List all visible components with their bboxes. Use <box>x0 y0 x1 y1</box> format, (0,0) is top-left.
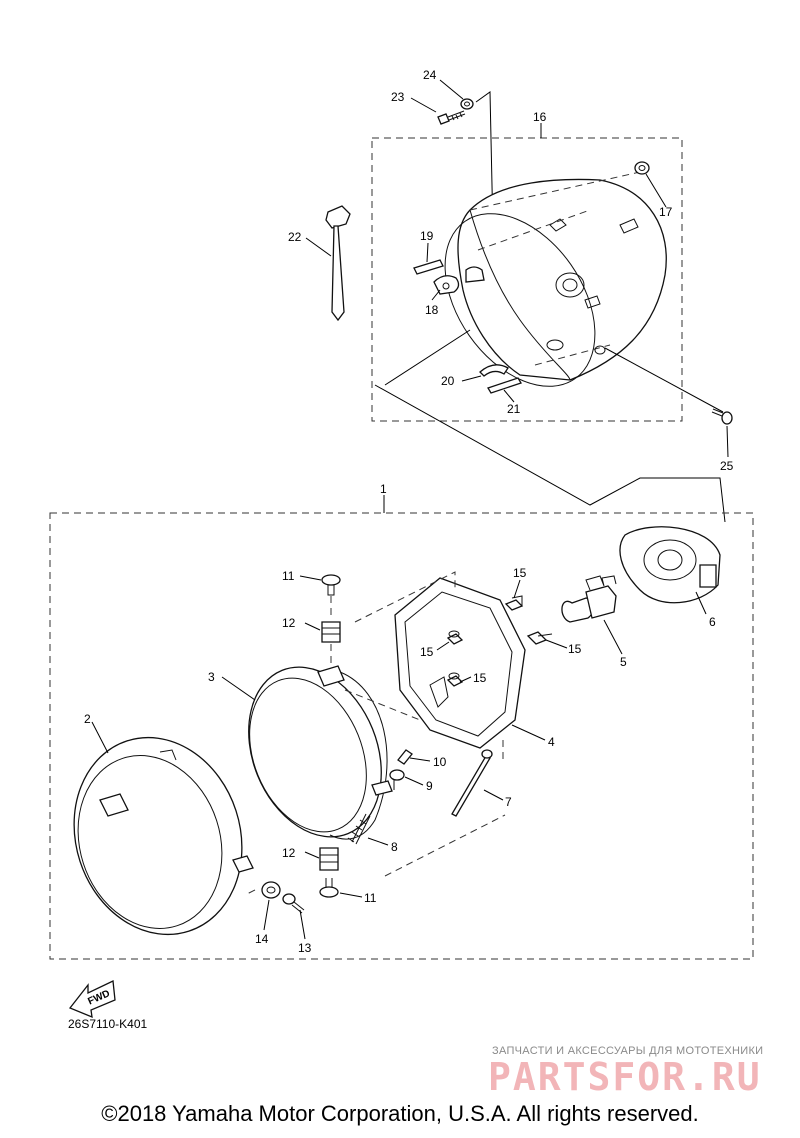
screw-25-icon <box>711 408 733 425</box>
grommet-14-icon <box>261 881 281 899</box>
damper-12-upper-icon <box>321 621 341 643</box>
callout-8: 8 <box>391 840 398 854</box>
adjust-screw-7-icon <box>451 749 493 817</box>
socket-cover-6-icon <box>619 526 721 604</box>
callout-6: 6 <box>709 615 716 629</box>
callout-13: 13 <box>298 941 312 955</box>
callout-25: 25 <box>720 459 734 473</box>
cable-tie-22-icon <box>325 205 351 322</box>
diagram-code: 26S7110-K401 <box>68 1017 148 1031</box>
screw-11-lower-icon <box>319 878 339 898</box>
callout-14: 14 <box>255 932 269 946</box>
spring-8-icon <box>347 813 371 845</box>
callout-17: 17 <box>659 205 673 219</box>
callout-10: 10 <box>433 755 447 769</box>
headlight-unit-3-icon <box>248 665 393 840</box>
callout-4: 4 <box>548 735 555 749</box>
callout-19: 19 <box>420 229 434 243</box>
screw-15a-icon <box>504 595 524 611</box>
screw-11-upper-icon <box>321 574 341 596</box>
callout-15-c: 15 <box>568 642 582 656</box>
callout-3: 3 <box>208 670 215 684</box>
assembly-group-frame <box>49 512 754 960</box>
nut-9-icon <box>389 769 405 790</box>
callout-15-a: 15 <box>513 566 527 580</box>
callout-9: 9 <box>426 779 433 793</box>
bolt-23-icon <box>437 110 466 125</box>
bulb-5-icon <box>561 575 617 623</box>
callout-23: 23 <box>391 90 405 104</box>
callout-16: 16 <box>533 110 547 124</box>
callout-12-lower: 12 <box>282 846 296 860</box>
screw-15c-icon <box>526 631 553 645</box>
screw-15d-icon <box>446 672 464 687</box>
fwd-arrow-icon: FWD <box>68 980 116 1019</box>
callout-21: 21 <box>507 402 521 416</box>
grommet-17-icon <box>634 161 650 175</box>
callout-24: 24 <box>423 68 437 82</box>
callout-20: 20 <box>441 374 455 388</box>
watermark-subtitle: ЗАПЧАСТИ И АКСЕССУАРЫ ДЛЯ МОТОТЕХНИКИ <box>492 1045 764 1057</box>
callout-11-lower: 11 <box>364 891 377 905</box>
callout-11-upper: 11 <box>282 569 295 583</box>
callout-5: 5 <box>620 655 627 669</box>
clamp-18-icon <box>433 275 460 295</box>
headlight-bracket-4-icon <box>394 577 526 749</box>
damper-12-lower-icon <box>319 847 339 871</box>
plate-21-icon <box>487 377 522 394</box>
callout-2: 2 <box>84 712 91 726</box>
headlight-body-shell-icon <box>444 171 667 387</box>
callout-15-b: 15 <box>420 645 434 659</box>
headlight-rim-2-icon <box>73 736 254 936</box>
clamp-20-icon <box>479 364 509 377</box>
callout-1: 1 <box>380 482 387 496</box>
callout-22: 22 <box>288 230 302 244</box>
pin-10-icon <box>397 749 413 765</box>
body-bracket-icon <box>465 266 485 283</box>
leader-lines <box>91 79 729 940</box>
collar-24-icon <box>460 98 474 110</box>
clip-19-icon <box>413 259 444 275</box>
watermark-logo: PARTSFOR.RU <box>488 1055 762 1099</box>
callout-15-d: 15 <box>473 671 487 685</box>
body-group-frame <box>371 137 683 422</box>
screw-15b-icon <box>446 630 464 645</box>
copyright-notice: ©2018 Yamaha Motor Corporation, U.S.A. A… <box>101 1101 699 1126</box>
callout-12-upper: 12 <box>282 616 296 630</box>
callout-7: 7 <box>505 795 512 809</box>
callout-18: 18 <box>425 303 439 317</box>
screw-13-icon <box>282 893 305 914</box>
